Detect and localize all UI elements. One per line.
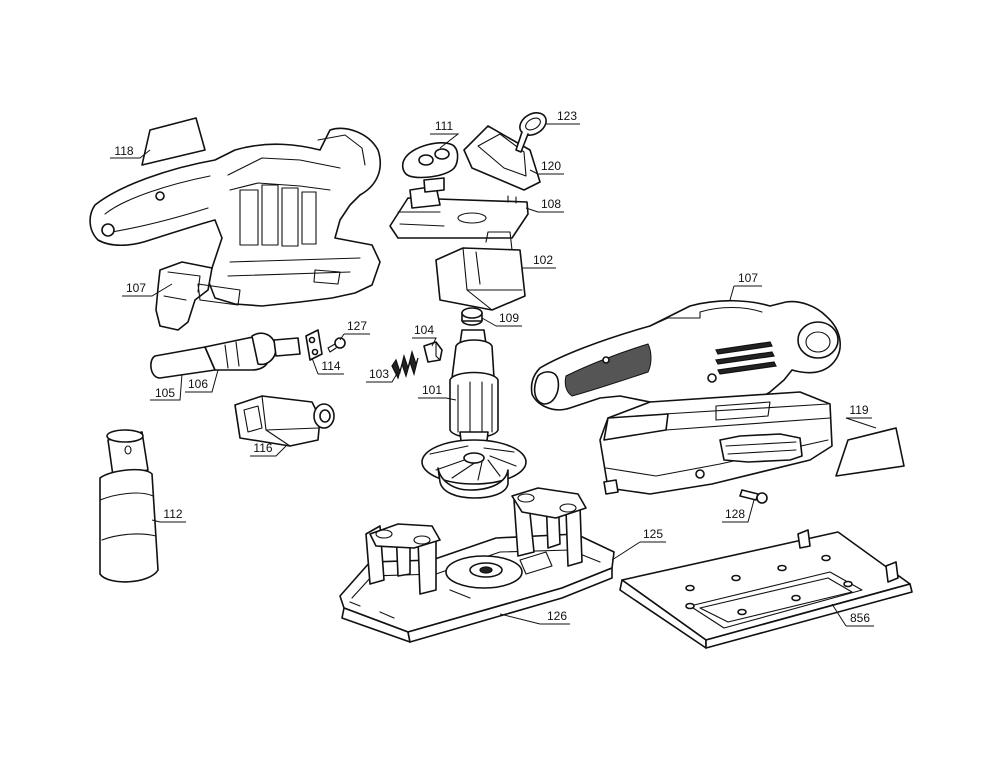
label-plate-118 bbox=[141, 117, 206, 166]
callout-101: 101 bbox=[422, 383, 442, 397]
callout-108: 108 bbox=[541, 197, 561, 211]
dust-cover bbox=[463, 125, 541, 191]
callout-103: 103 bbox=[369, 367, 389, 381]
fan bbox=[421, 439, 527, 499]
callout-104: 104 bbox=[414, 323, 434, 337]
callout-107: 107 bbox=[738, 271, 758, 285]
callout-120: 120 bbox=[541, 159, 561, 173]
switch-assembly bbox=[389, 177, 529, 239]
callout-107: 107 bbox=[126, 281, 146, 295]
callout-856: 856 bbox=[850, 611, 870, 625]
brush-holder bbox=[423, 341, 443, 363]
switch-cap bbox=[401, 142, 459, 179]
cord-protector bbox=[150, 332, 301, 379]
sanding-pad bbox=[619, 529, 913, 649]
motor-armature bbox=[449, 329, 499, 451]
callout-118: 118 bbox=[114, 144, 133, 158]
callout-119: 119 bbox=[849, 403, 868, 417]
callout-102: 102 bbox=[533, 253, 553, 267]
bearing bbox=[461, 307, 483, 326]
switch-cover bbox=[435, 231, 526, 311]
spring bbox=[391, 349, 419, 380]
callout-126: 126 bbox=[547, 609, 567, 623]
dust-adapter bbox=[234, 395, 335, 447]
callout-128: 128 bbox=[725, 507, 745, 521]
base-plate bbox=[339, 487, 615, 643]
callout-111: 111 bbox=[435, 119, 454, 133]
label-plate-119 bbox=[835, 427, 905, 477]
dust-canister bbox=[99, 429, 159, 583]
screw-127 bbox=[327, 337, 346, 353]
screw-128 bbox=[739, 489, 768, 504]
leader-lines bbox=[110, 123, 877, 627]
callout-109: 109 bbox=[499, 311, 519, 325]
callout-105: 105 bbox=[155, 386, 175, 400]
callout-114: 114 bbox=[321, 359, 340, 373]
cord-clamp bbox=[305, 329, 323, 361]
callout-127: 127 bbox=[347, 319, 367, 333]
callout-106: 106 bbox=[188, 377, 208, 391]
callout-112: 112 bbox=[163, 507, 182, 521]
callout-labels: 118 107 105 106 114 127 116 112 111 123 120 108 102 1… bbox=[114, 109, 870, 625]
callout-116: 116 bbox=[253, 441, 272, 455]
assembled-sander bbox=[530, 299, 841, 495]
left-housing-half bbox=[89, 127, 382, 331]
callout-123: 123 bbox=[557, 109, 577, 123]
callout-125: 125 bbox=[643, 527, 663, 541]
knob bbox=[515, 112, 547, 153]
